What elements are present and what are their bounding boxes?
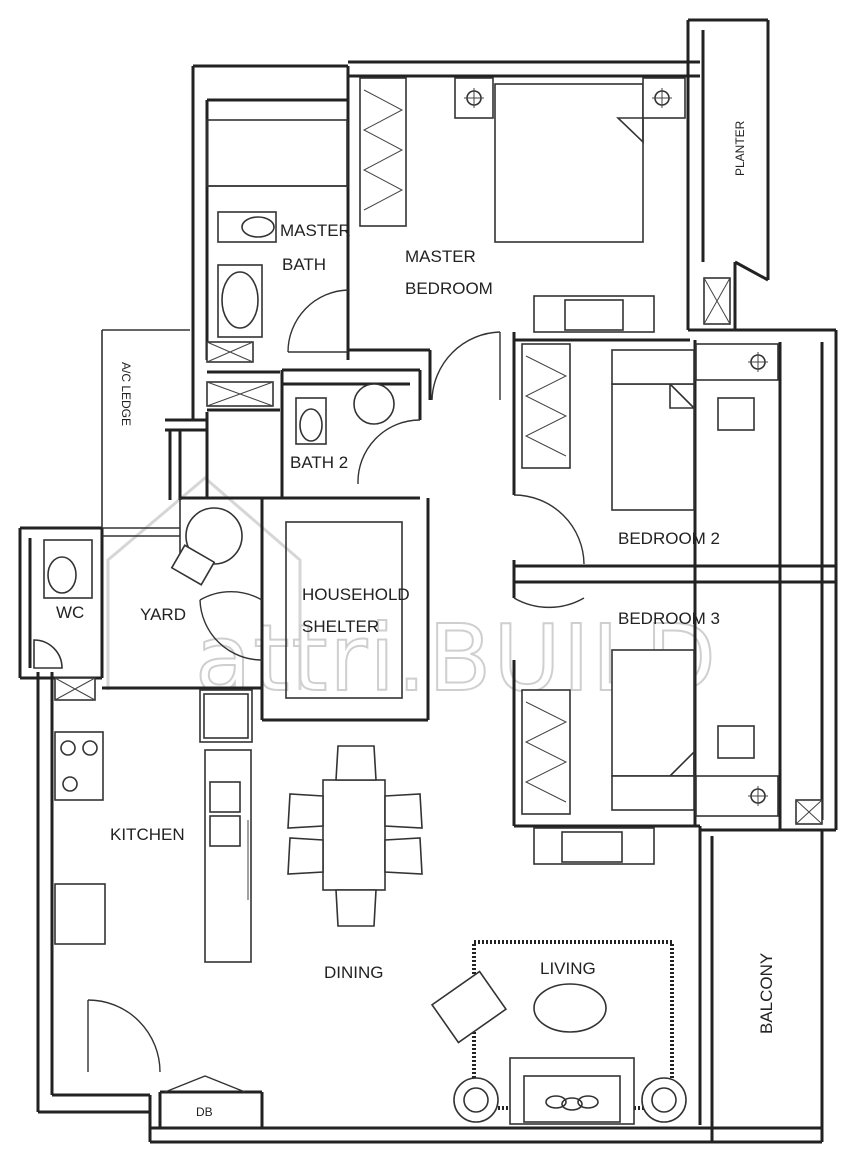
- label-household-shelter-2: SHELTER: [302, 617, 379, 636]
- label-planter: PLANTER: [733, 120, 747, 176]
- label-dining: DINING: [324, 963, 384, 982]
- label-wc: WC: [56, 603, 84, 622]
- label-bedroom2: BEDROOM 2: [618, 529, 720, 548]
- doors: [87, 289, 585, 1093]
- bedroom2-bed: [611, 383, 695, 511]
- label-kitchen: KITCHEN: [110, 825, 185, 844]
- label-master-bath-1: MASTER: [280, 221, 351, 240]
- label-master-bath-2: BATH: [282, 255, 326, 274]
- dining-table: [322, 779, 386, 891]
- label-bedroom3: BEDROOM 3: [618, 609, 720, 628]
- label-bath2: BATH 2: [290, 453, 348, 472]
- furniture: [33, 77, 823, 1125]
- label-living: LIVING: [540, 959, 596, 978]
- label-db: DB: [196, 1105, 213, 1119]
- label-yard: YARD: [140, 605, 186, 624]
- label-master-bedroom-2: BEDROOM: [405, 279, 493, 298]
- walls: [18, 18, 838, 1144]
- label-master-bedroom-1: MASTER: [405, 247, 476, 266]
- label-household-shelter-1: HOUSEHOLD: [302, 585, 410, 604]
- label-balcony: BALCONY: [757, 953, 776, 1034]
- master-bed: [494, 83, 644, 243]
- label-ac-ledge: A/C LEDGE: [119, 362, 133, 426]
- room-labels: MASTER BATH MASTER BEDROOM PLANTER A/C L…: [56, 120, 776, 1119]
- bedroom3-bed: [611, 649, 695, 777]
